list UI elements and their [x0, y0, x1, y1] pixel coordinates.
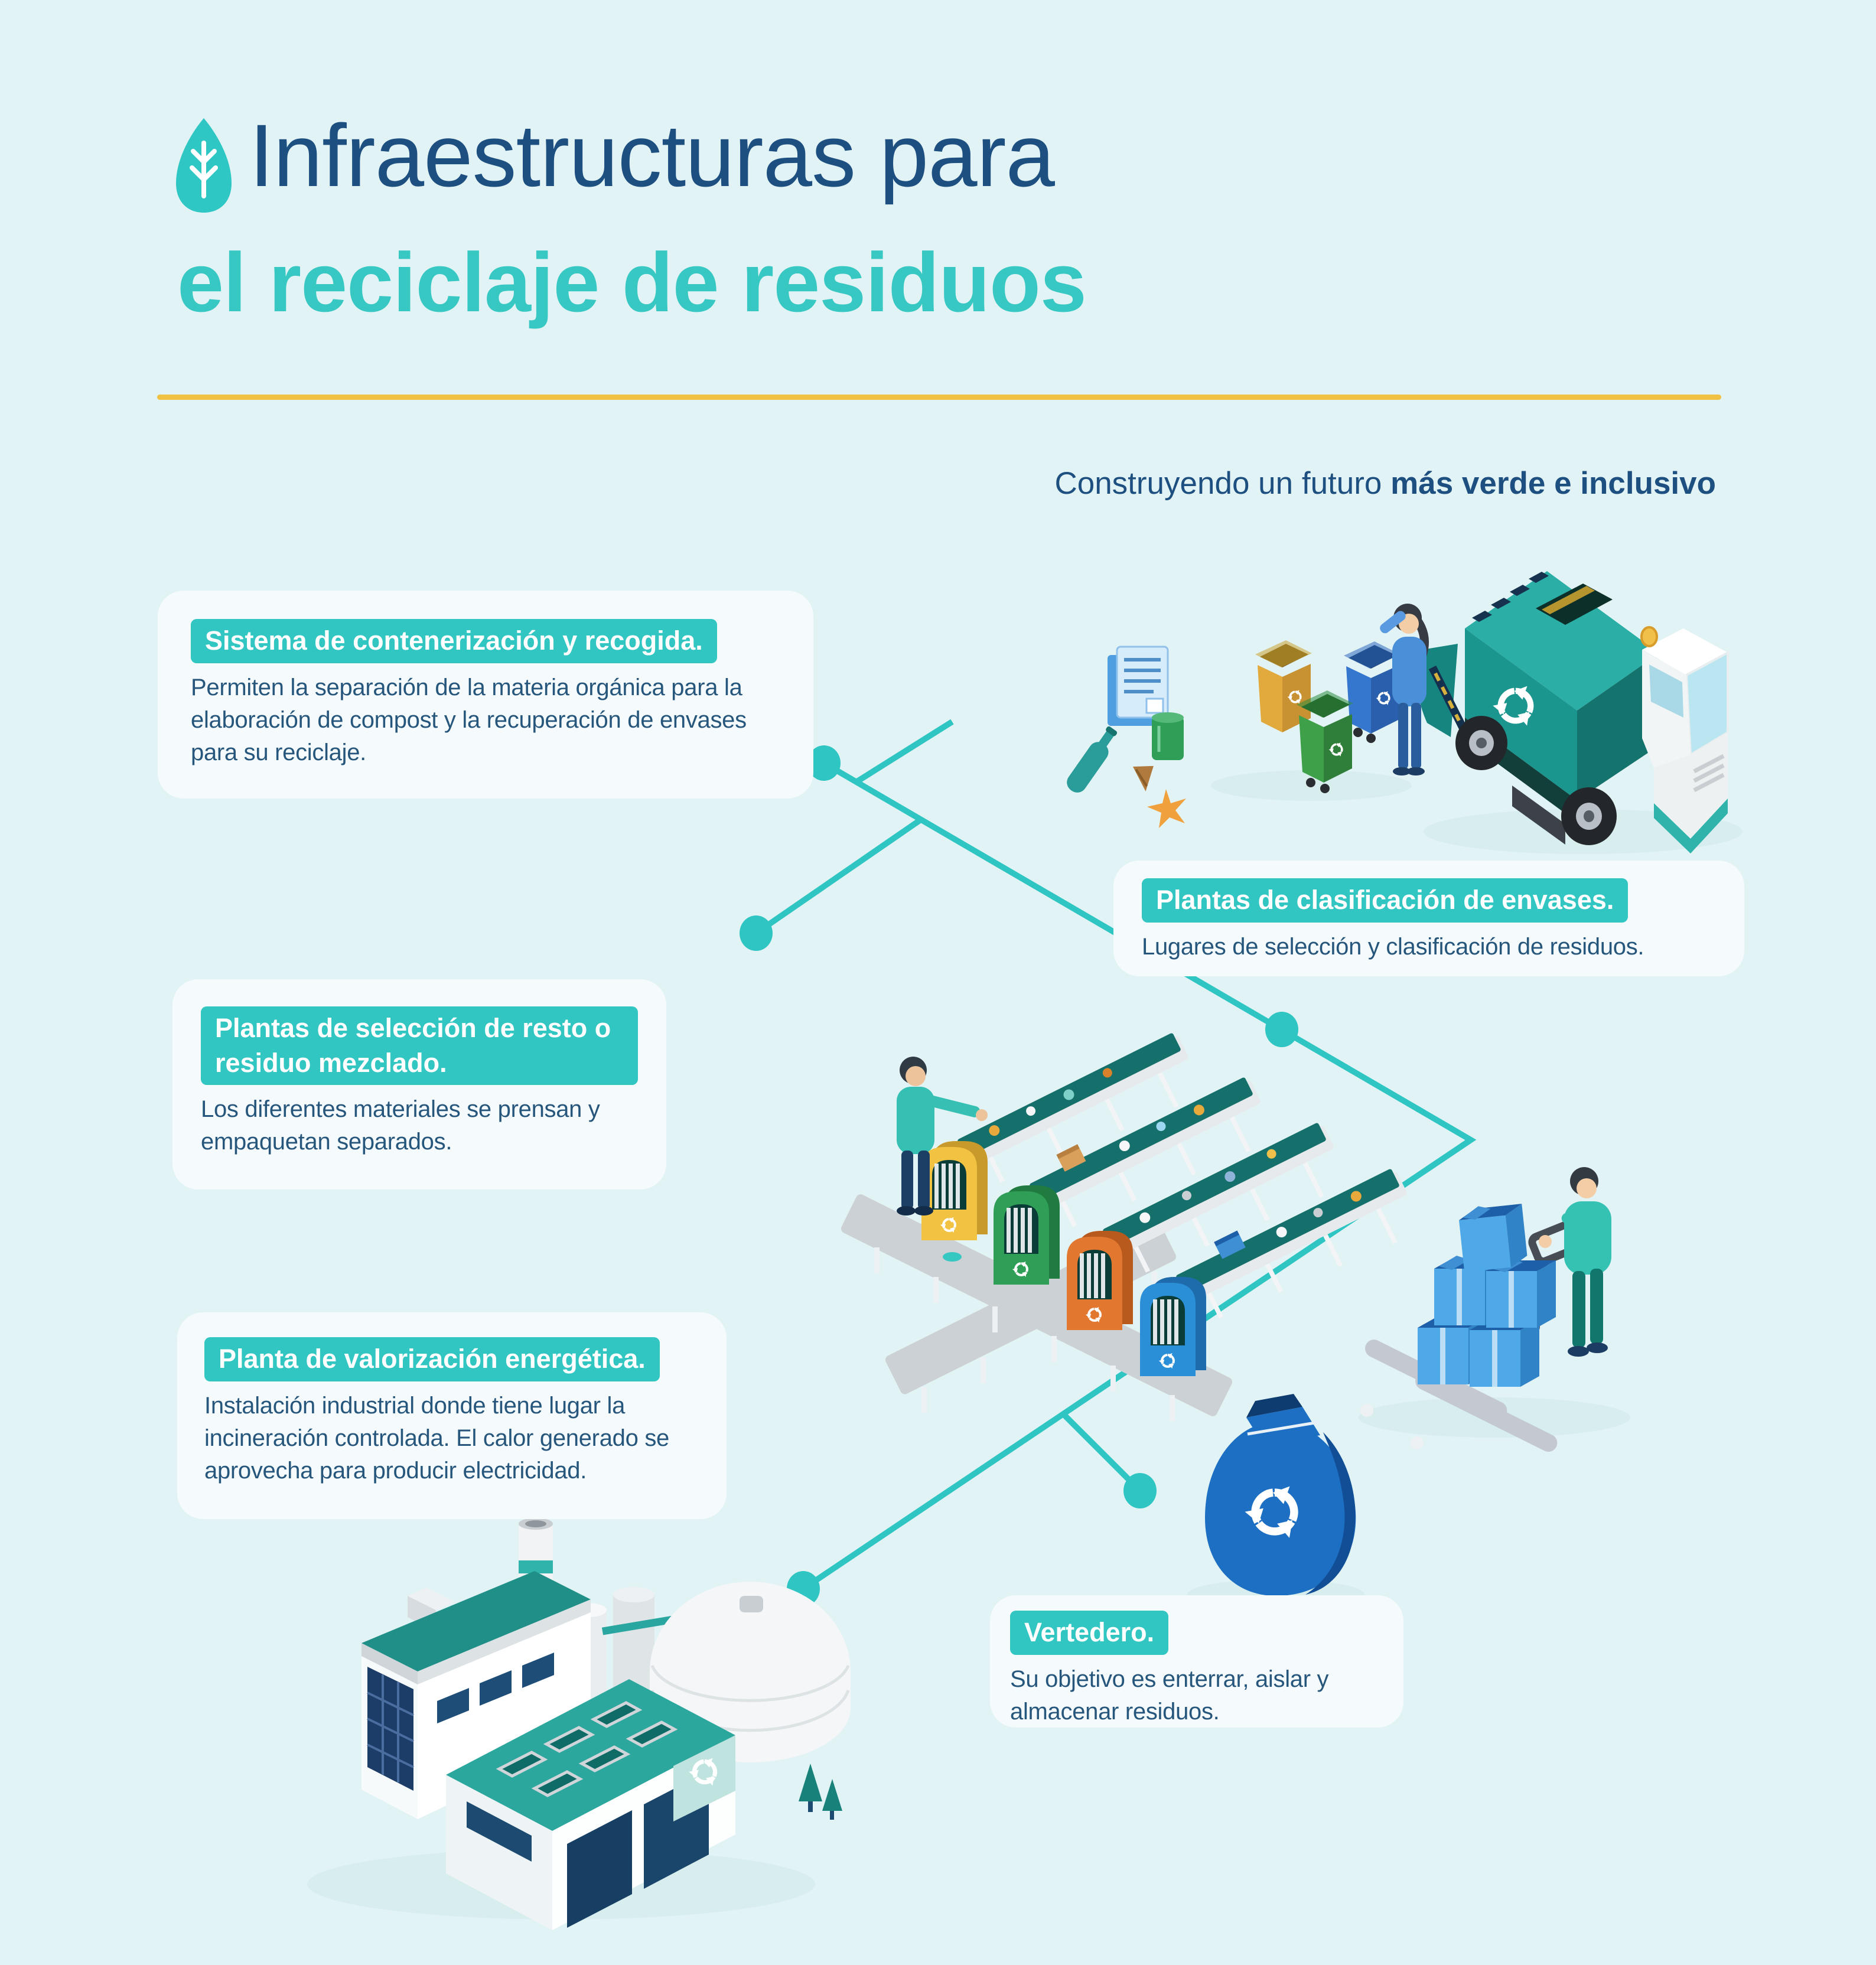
flow-connector-lines — [754, 719, 1477, 1592]
card-body: Instalación industrial donde tiene lugar… — [204, 1392, 669, 1484]
card-contenerizacion: Sistema de contenerización y recogida. P… — [158, 591, 813, 799]
trees-icon — [799, 1764, 842, 1820]
card-valorizacion: Planta de valorización energética. Insta… — [177, 1312, 727, 1519]
banana-peel-icon — [1147, 789, 1186, 828]
card-body: Permiten la separación de la materia org… — [191, 674, 747, 765]
energy-plant-scene — [307, 1518, 851, 1930]
waste-collection-scene — [1067, 571, 1743, 854]
green-bin — [1297, 690, 1353, 793]
tagline: Construyendo un futuro más verde e inclu… — [886, 465, 1716, 501]
cone-waste-icon — [1133, 765, 1154, 791]
baled-boxes-icon — [1418, 1204, 1556, 1387]
conveyor-worker-icon — [897, 1057, 988, 1216]
sorting-lane-yellow — [921, 1033, 1188, 1240]
card-body: Lugares de selección y clasificación de … — [1142, 933, 1644, 960]
can-icon — [1152, 712, 1184, 760]
sorting-lane-green — [994, 1077, 1261, 1285]
recycling-truck-icon — [1417, 571, 1729, 853]
page-title-line-2: el reciclaje de residuos — [177, 236, 1087, 330]
paper-stack-icon — [1108, 646, 1169, 726]
blue-bin — [1344, 641, 1401, 743]
card-title-badge: Sistema de contenerización y recogida. — [191, 619, 717, 663]
yellow-bin — [1255, 640, 1312, 732]
page-title-line-1: Infraestructuras para — [249, 106, 1055, 205]
card-body: Los diferentes materiales se prensan y e… — [201, 1096, 600, 1155]
card-seleccion: Plantas de selección de resto o residuo … — [172, 979, 666, 1190]
tagline-bold: más verde e inclusivo — [1390, 466, 1716, 501]
card-title-badge: Plantas de selección de resto o residuo … — [201, 1006, 638, 1085]
recycling-hall-icon — [446, 1679, 735, 1930]
bottle-icon — [1067, 726, 1118, 793]
card-title-badge: Planta de valorización energética. — [204, 1337, 660, 1381]
card-body: Su objetivo es enterrar, aislar y almace… — [1010, 1666, 1329, 1725]
pallet-jack-scene — [1359, 1167, 1630, 1452]
recycling-bag-icon — [1187, 1394, 1364, 1610]
card-clasificacion: Plantas de clasificación de envases. Lug… — [1113, 861, 1744, 976]
leaf-icon — [176, 118, 232, 213]
waste-bins-icon — [1255, 640, 1401, 793]
sorting-conveyor-scene — [841, 1033, 1407, 1421]
card-title-badge: Vertedero. — [1010, 1611, 1169, 1655]
card-title-badge: Plantas de clasificación de envases. — [1142, 878, 1629, 923]
sorting-lane-blue — [1140, 1169, 1407, 1376]
resident-person-icon — [1380, 604, 1429, 775]
flow-connector-dots — [740, 745, 1298, 1606]
tagline-prefix: Construyendo un futuro — [1054, 466, 1382, 501]
splash — [943, 1252, 962, 1262]
sorting-lane-orange — [1067, 1123, 1334, 1330]
pallet-worker-icon — [1539, 1167, 1611, 1357]
card-vertedero: Vertedero. Su objetivo es enterrar, aisl… — [990, 1595, 1403, 1728]
gold-divider — [157, 395, 1721, 400]
loose-waste-items-icon — [1067, 646, 1186, 828]
